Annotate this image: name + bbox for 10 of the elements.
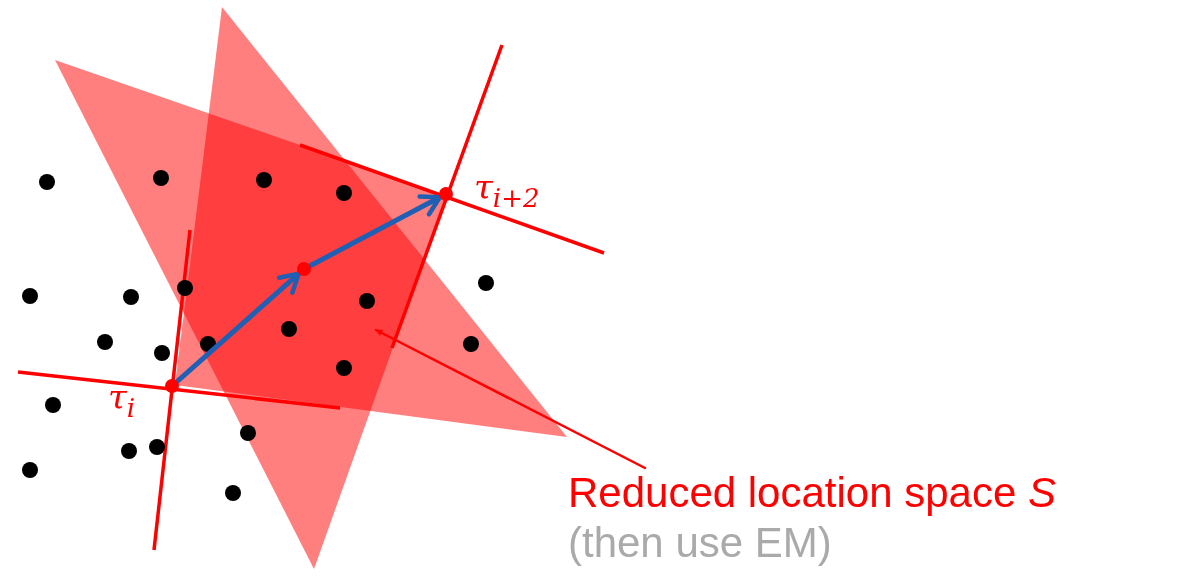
annotation-text: Reduced location space S [568,468,1056,518]
point-marker [297,262,311,276]
point-marker [439,187,453,201]
leader-arrow [374,328,647,470]
point-marker [165,379,179,393]
arrow [174,271,302,384]
arrow [307,194,443,269]
point-label: τ$_{i}$ [108,380,136,421]
note-text: (then use EM) [568,518,833,569]
point-label: τ$_{i+2}$ [474,170,540,211]
